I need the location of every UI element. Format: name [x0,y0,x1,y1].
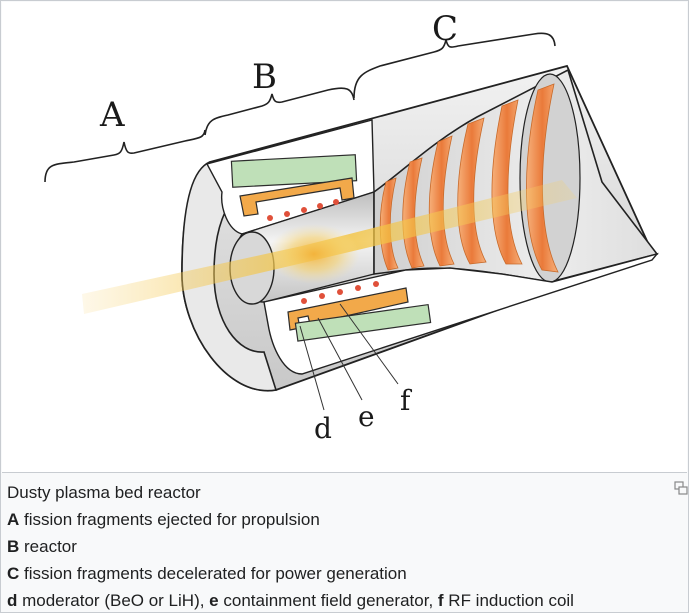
label-b: B [252,57,277,97]
figure-caption: Dusty plasma bed reactor A fission fragm… [7,479,677,614]
caption-key: e [209,591,219,610]
field-dots-upper [267,199,339,221]
lower-cut-wall [263,252,659,375]
enlarge-icon[interactable] [674,481,688,495]
reactor-diagram: A B C [44,9,659,445]
caption-item-c: C fission fragments decelerated for powe… [7,560,677,587]
moderator-lower [294,303,432,342]
section-braces [44,32,556,183]
caption-key: C [7,564,20,583]
caption-text: fission fragments ejected for propulsion [19,510,320,529]
caption-item-def: d moderator (BeO or LiH), e containment … [7,587,677,614]
caption-text: RF induction coil [443,591,574,610]
caption-text: fission fragments decelerated for power … [19,564,407,583]
caption-key: f [437,591,444,610]
caption-key: B [7,537,20,556]
caption-text: containment field generator, [218,591,438,610]
diagram-image[interactable]: A B C [2,2,687,473]
label-c: C [432,9,458,49]
brace-b [204,87,355,136]
caption-title: Dusty plasma bed reactor [7,483,201,502]
label-a: A [99,95,125,135]
coil-frame-upper [239,177,355,217]
caption-text: moderator (BeO or LiH), [17,591,210,610]
leader-lines [299,303,399,411]
caption-item-a: A fission fragments ejected for propulsi… [7,506,677,533]
front-face [181,161,278,392]
brace-a [44,129,206,183]
label-d: d [314,412,332,445]
field-dots-lower [301,281,379,304]
brace-c [353,32,556,99]
caption-key: d [7,591,18,610]
caption-key: A [7,510,20,529]
plasma-core [268,224,360,284]
label-f: f [400,384,413,417]
caption-item-b: B reactor [7,533,677,560]
label-e: e [358,400,375,433]
caption-text: reactor [19,537,77,556]
moderator-upper [230,154,358,188]
induction-bands [379,83,559,273]
